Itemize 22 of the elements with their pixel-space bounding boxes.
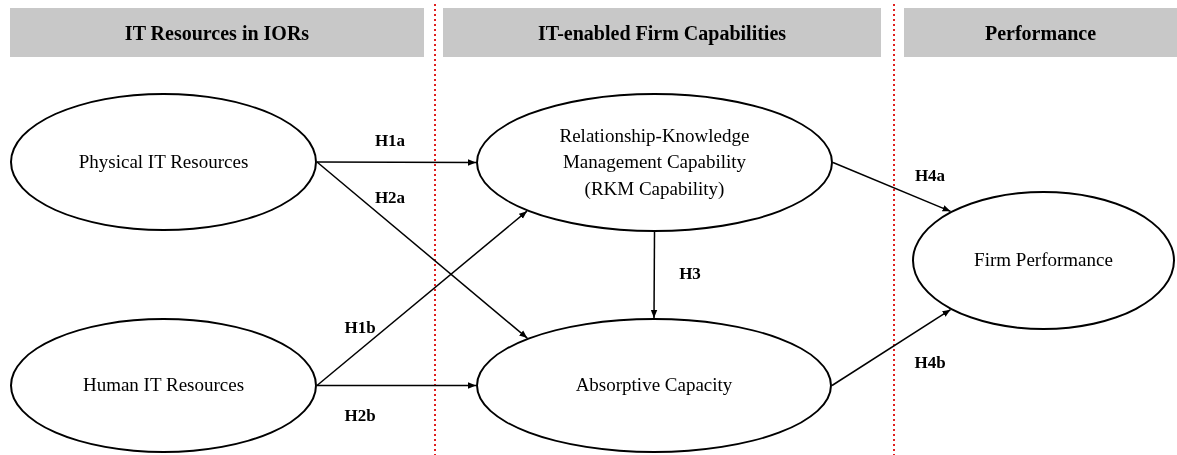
construct-ellipse: Absorptive Capacity: [476, 318, 832, 453]
construct-ellipse: Physical IT Resources: [10, 93, 317, 231]
arrow: [316, 161, 528, 339]
edge-label: H3: [679, 264, 701, 282]
header-band: IT-enabled Firm Capabilities: [443, 8, 881, 57]
arrow: [650, 231, 658, 319]
edge-label: H2b: [344, 406, 376, 424]
arrow: [316, 382, 477, 389]
arrow: [316, 210, 528, 387]
arrow: [316, 159, 477, 166]
edge-label: H1b: [344, 318, 376, 336]
arrow: [832, 161, 952, 213]
header-band: IT Resources in IORs: [10, 8, 424, 57]
edge-label: H4b: [914, 353, 946, 371]
construct-ellipse: Firm Performance: [912, 191, 1175, 330]
construct-ellipse: Human IT Resources: [10, 318, 317, 453]
arrow: [831, 308, 952, 387]
construct-ellipse: Relationship-Knowledge Management Capability (RKM Capability): [476, 93, 833, 232]
edge-label: H4a: [914, 166, 946, 184]
header-band: Performance: [904, 8, 1177, 57]
edge-label: H1a: [374, 131, 406, 149]
edge-label: H2a: [374, 188, 406, 206]
